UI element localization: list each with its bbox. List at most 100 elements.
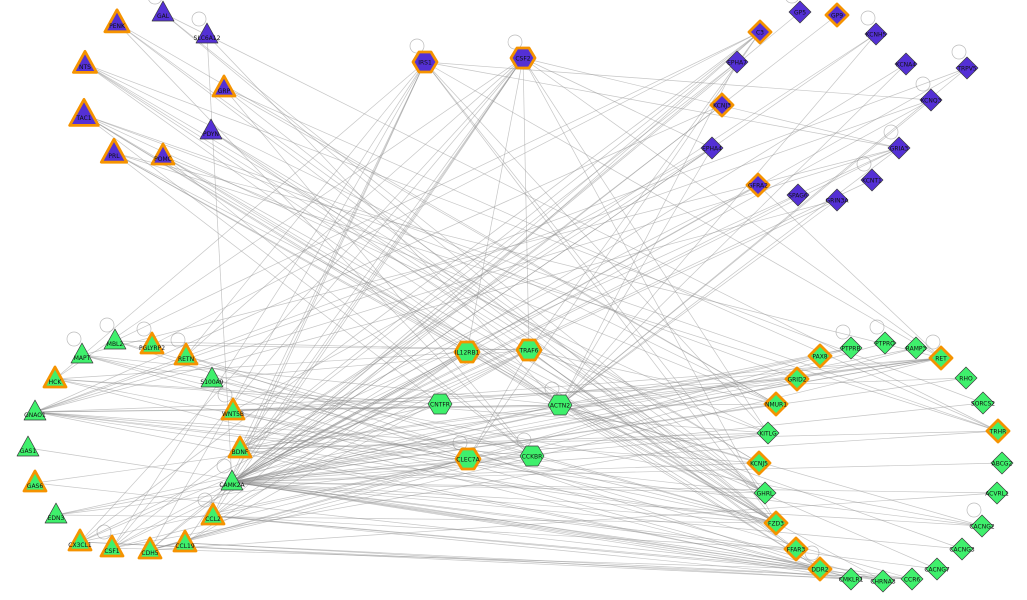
node-CACNG7[interactable] bbox=[925, 557, 949, 581]
node-TRAF6[interactable] bbox=[515, 338, 543, 362]
node-GRID2[interactable] bbox=[784, 366, 810, 392]
node-KITLG[interactable] bbox=[756, 421, 780, 445]
node-EPHA4[interactable] bbox=[700, 136, 724, 160]
node-shape-diamond[interactable] bbox=[950, 537, 974, 561]
node-shape-triangle[interactable] bbox=[70, 342, 94, 364]
node-GAS1[interactable] bbox=[16, 435, 40, 457]
node-shape-diamond[interactable] bbox=[839, 567, 863, 591]
node-GP5[interactable] bbox=[788, 0, 812, 24]
node-shape-triangle[interactable] bbox=[220, 397, 246, 421]
node-shape-diamond[interactable] bbox=[990, 451, 1014, 475]
node-shape-diamond[interactable] bbox=[788, 0, 812, 24]
node-IL12RB1[interactable] bbox=[453, 340, 481, 364]
node-TAC1[interactable] bbox=[68, 98, 100, 127]
node-CCR6[interactable] bbox=[900, 567, 924, 591]
node-CCL2[interactable] bbox=[200, 502, 226, 526]
node-shape-hexagon[interactable] bbox=[519, 445, 545, 467]
node-ACTN2[interactable] bbox=[547, 394, 573, 416]
node-HCK[interactable] bbox=[42, 365, 68, 389]
node-shape-triangle[interactable] bbox=[200, 366, 224, 388]
node-CHRNA3[interactable] bbox=[871, 569, 895, 593]
node-shape-diamond[interactable] bbox=[786, 183, 810, 207]
node-CAMK2A[interactable] bbox=[220, 469, 244, 491]
node-shape-diamond[interactable] bbox=[894, 52, 918, 76]
node-PAX8[interactable] bbox=[807, 343, 833, 369]
node-shape-hexagon[interactable] bbox=[427, 393, 453, 415]
node-shape-diamond[interactable] bbox=[807, 556, 833, 582]
node-RAMP3[interactable] bbox=[904, 336, 928, 360]
node-CCL19[interactable] bbox=[172, 529, 198, 553]
node-KCNQ3[interactable] bbox=[919, 88, 943, 112]
node-shape-triangle[interactable] bbox=[42, 365, 68, 389]
node-shape-hexagon[interactable] bbox=[515, 338, 543, 362]
node-shape-diamond[interactable] bbox=[783, 536, 809, 562]
node-TRPV5[interactable] bbox=[955, 56, 979, 80]
node-shape-triangle[interactable] bbox=[173, 342, 199, 366]
node-shape-triangle[interactable] bbox=[99, 137, 129, 164]
node-shape-diamond[interactable] bbox=[763, 510, 789, 536]
node-WNT5B[interactable] bbox=[220, 397, 246, 421]
node-shape-triangle[interactable] bbox=[16, 435, 40, 457]
node-shape-triangle[interactable] bbox=[220, 469, 244, 491]
node-shape-diamond[interactable] bbox=[864, 22, 888, 46]
node-shape-triangle[interactable] bbox=[44, 502, 68, 524]
node-MBL2[interactable] bbox=[103, 328, 127, 350]
node-shape-diamond[interactable] bbox=[756, 421, 780, 445]
node-shape-diamond[interactable] bbox=[985, 481, 1009, 505]
node-FZD3[interactable] bbox=[763, 510, 789, 536]
node-BDNF[interactable] bbox=[227, 435, 253, 459]
node-ABCG2[interactable] bbox=[990, 451, 1014, 475]
node-shape-triangle[interactable] bbox=[150, 142, 176, 166]
node-shape-triangle[interactable] bbox=[195, 22, 219, 44]
node-shape-hexagon[interactable] bbox=[509, 46, 537, 70]
node-CNTFR[interactable] bbox=[427, 393, 453, 415]
node-CSF1[interactable] bbox=[99, 534, 125, 558]
node-EPHA7[interactable] bbox=[725, 50, 749, 74]
node-GRIN3A[interactable] bbox=[825, 188, 849, 212]
node-KCNA4[interactable] bbox=[894, 52, 918, 76]
node-CX3CL1[interactable] bbox=[67, 528, 93, 552]
node-shape-hexagon[interactable] bbox=[453, 340, 481, 364]
node-shape-diamond[interactable] bbox=[871, 569, 895, 593]
node-RETN[interactable] bbox=[173, 342, 199, 366]
node-shape-triangle[interactable] bbox=[72, 50, 98, 74]
node-shape-hexagon[interactable] bbox=[411, 50, 439, 74]
node-shape-triangle[interactable] bbox=[67, 528, 93, 552]
node-shape-diamond[interactable] bbox=[839, 336, 863, 360]
node-PDYN[interactable] bbox=[199, 118, 223, 140]
node-PTPRO[interactable] bbox=[873, 331, 897, 355]
node-shape-triangle[interactable] bbox=[199, 118, 223, 140]
node-shape-triangle[interactable] bbox=[99, 534, 125, 558]
node-shape-diamond[interactable] bbox=[970, 514, 994, 538]
node-GRIA3[interactable] bbox=[887, 136, 911, 160]
node-IRS1[interactable] bbox=[411, 50, 439, 74]
node-MAPT[interactable] bbox=[70, 342, 94, 364]
node-shape-triangle[interactable] bbox=[227, 435, 253, 459]
node-CACNG2[interactable] bbox=[970, 514, 994, 538]
node-shape-diamond[interactable] bbox=[747, 19, 773, 45]
node-RHO[interactable] bbox=[954, 366, 978, 390]
node-shape-diamond[interactable] bbox=[700, 136, 724, 160]
node-C3[interactable] bbox=[747, 19, 773, 45]
node-shape-hexagon[interactable] bbox=[547, 394, 573, 416]
node-CDH5[interactable] bbox=[137, 536, 163, 560]
node-shape-diamond[interactable] bbox=[746, 450, 772, 476]
node-shape-diamond[interactable] bbox=[925, 557, 949, 581]
node-GFRA2[interactable] bbox=[745, 172, 771, 198]
node-ACVRL1[interactable] bbox=[985, 481, 1009, 505]
node-shape-triangle[interactable] bbox=[172, 529, 198, 553]
node-shape-triangle[interactable] bbox=[68, 98, 100, 127]
node-shape-diamond[interactable] bbox=[784, 366, 810, 392]
node-shape-diamond[interactable] bbox=[928, 345, 954, 371]
node-shape-diamond[interactable] bbox=[904, 336, 928, 360]
node-GHRL[interactable] bbox=[753, 481, 777, 505]
node-KCNT1[interactable] bbox=[860, 168, 884, 192]
node-shape-triangle[interactable] bbox=[103, 328, 127, 350]
node-FFAR3[interactable] bbox=[783, 536, 809, 562]
node-shape-diamond[interactable] bbox=[887, 136, 911, 160]
node-shape-diamond[interactable] bbox=[985, 418, 1011, 444]
node-shape-diamond[interactable] bbox=[919, 88, 943, 112]
node-SLC6A12[interactable] bbox=[195, 22, 219, 44]
node-shape-diamond[interactable] bbox=[709, 92, 735, 118]
